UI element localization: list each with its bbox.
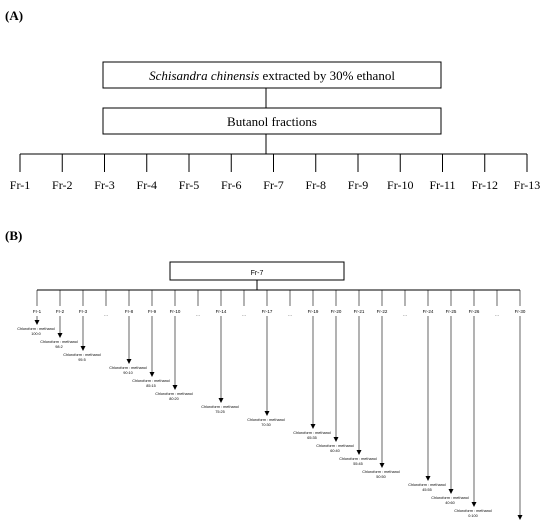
fraction-label-a: Fr-2 — [52, 178, 72, 192]
solvent-label: Chloroform : methanol — [63, 353, 101, 357]
subfraction-label: Fr-21 — [354, 309, 365, 314]
fraction-label-a: Fr-7 — [263, 178, 283, 192]
ratio-label: 85:15 — [146, 384, 156, 388]
solvent-label: Chloroform : methanol — [454, 509, 492, 513]
ratio-label: 0:100 — [468, 514, 478, 518]
ratio-label: 98:2 — [55, 345, 62, 349]
ellipsis-label: ... — [495, 312, 499, 317]
ratio-label: 75:25 — [215, 410, 225, 414]
solvent-label: Chloroform : methanol — [155, 392, 193, 396]
fraction-label-a: Fr-9 — [348, 178, 368, 192]
fraction-label-a: Fr-10 — [387, 178, 413, 192]
solvent-label: Chloroform : methanol — [293, 431, 331, 435]
subfraction-label: Fr-25 — [446, 309, 457, 314]
fraction-label-a: Fr-6 — [221, 178, 241, 192]
solvent-label: Chloroform : methanol — [408, 483, 446, 487]
ratio-label: 95:5 — [78, 358, 85, 362]
fraction-label-a: Fr-4 — [137, 178, 157, 192]
panel-b-label: (B) — [5, 228, 22, 243]
subfraction-label: Fr-20 — [331, 309, 342, 314]
ratio-label: 100:0 — [31, 332, 41, 336]
solvent-label: Chloroform : methanol — [431, 496, 469, 500]
subfraction-label: Fr-14 — [216, 309, 227, 314]
butanol-box-text: Butanol fractions — [227, 114, 317, 129]
panel-b-fractions: Fr-1 Fr-2 Fr-3... Fr-8 Fr-9 Fr-10... Fr-14... F… — [33, 290, 526, 317]
subfraction-label: Fr-26 — [469, 309, 480, 314]
solvent-label: Chloroform : methanol — [201, 405, 239, 409]
extract-box — [102, 61, 442, 89]
ellipsis-label: ... — [403, 312, 407, 317]
ellipsis-label: ... — [288, 312, 292, 317]
fraction-label-a: Fr-1 — [10, 178, 30, 192]
ratio-label: 80:20 — [169, 397, 179, 401]
ratio-label: 70:30 — [261, 423, 271, 427]
subfraction-label: Fr-24 — [423, 309, 434, 314]
subfraction-label: Fr-22 — [377, 309, 388, 314]
fr7-box-text: Fr-7 — [251, 270, 264, 277]
ratio-label: 60:40 — [330, 449, 340, 453]
extract-method: extracted by 30% ethanol — [259, 68, 395, 83]
fraction-label-a: Fr-12 — [472, 178, 498, 192]
subfraction-label: Fr-9 — [148, 309, 157, 314]
ellipsis-label: ... — [196, 312, 200, 317]
solvent-label: Chloroform : methanol — [132, 379, 170, 383]
solvent-label: Chloroform : methanol — [339, 457, 377, 461]
species-name: Schisandra chinensis — [149, 68, 259, 83]
solvent-label: Chloroform : methanol — [316, 444, 354, 448]
ratio-label: 40:60 — [445, 501, 455, 505]
fraction-label-a: Fr-3 — [94, 178, 114, 192]
ratio-label: 65:35 — [307, 436, 317, 440]
subfraction-label: Fr-10 — [170, 309, 181, 314]
subfraction-label: Fr-19 — [308, 309, 319, 314]
fraction-label-a: Fr-11 — [430, 178, 456, 192]
ratio-label: 45:55 — [422, 488, 432, 492]
panel-a-fractions: Fr-1 Fr-2 Fr-3 Fr-4 Fr-5 Fr-6 Fr-7 Fr-8 Fr-9 Fr-1… — [10, 154, 540, 192]
ratio-label: 55:45 — [353, 462, 363, 466]
solvent-label: Chloroform : methanol — [17, 327, 55, 331]
ratio-label: 50:50 — [376, 475, 386, 479]
fraction-label-a: Fr-13 — [514, 178, 540, 192]
solvent-label: Chloroform : methanol — [247, 418, 285, 422]
subfraction-label: Fr-3 — [79, 309, 88, 314]
fraction-label-a: Fr-8 — [306, 178, 326, 192]
solvent-label: Chloroform : methanol — [109, 366, 147, 370]
solvent-label: Chloroform : methanol — [40, 340, 78, 344]
fraction-label-a: Fr-5 — [179, 178, 199, 192]
subfraction-label: Fr-8 — [125, 309, 134, 314]
subfraction-label: Fr-2 — [56, 309, 65, 314]
ratio-label: 90:10 — [123, 371, 133, 375]
panel-a-label: (A) — [5, 8, 23, 23]
subfraction-label: Fr-30 — [515, 309, 526, 314]
extract-box-text: Schisandra chinensis extracted by 30% et… — [149, 68, 395, 83]
subfraction-label: Fr-1 — [33, 309, 42, 314]
ellipsis-label: ... — [242, 312, 246, 317]
subfraction-label: Fr-17 — [262, 309, 273, 314]
solvent-label: Chloroform : methanol — [362, 470, 400, 474]
butanol-box — [102, 107, 442, 135]
ellipsis-label: ... — [104, 312, 108, 317]
